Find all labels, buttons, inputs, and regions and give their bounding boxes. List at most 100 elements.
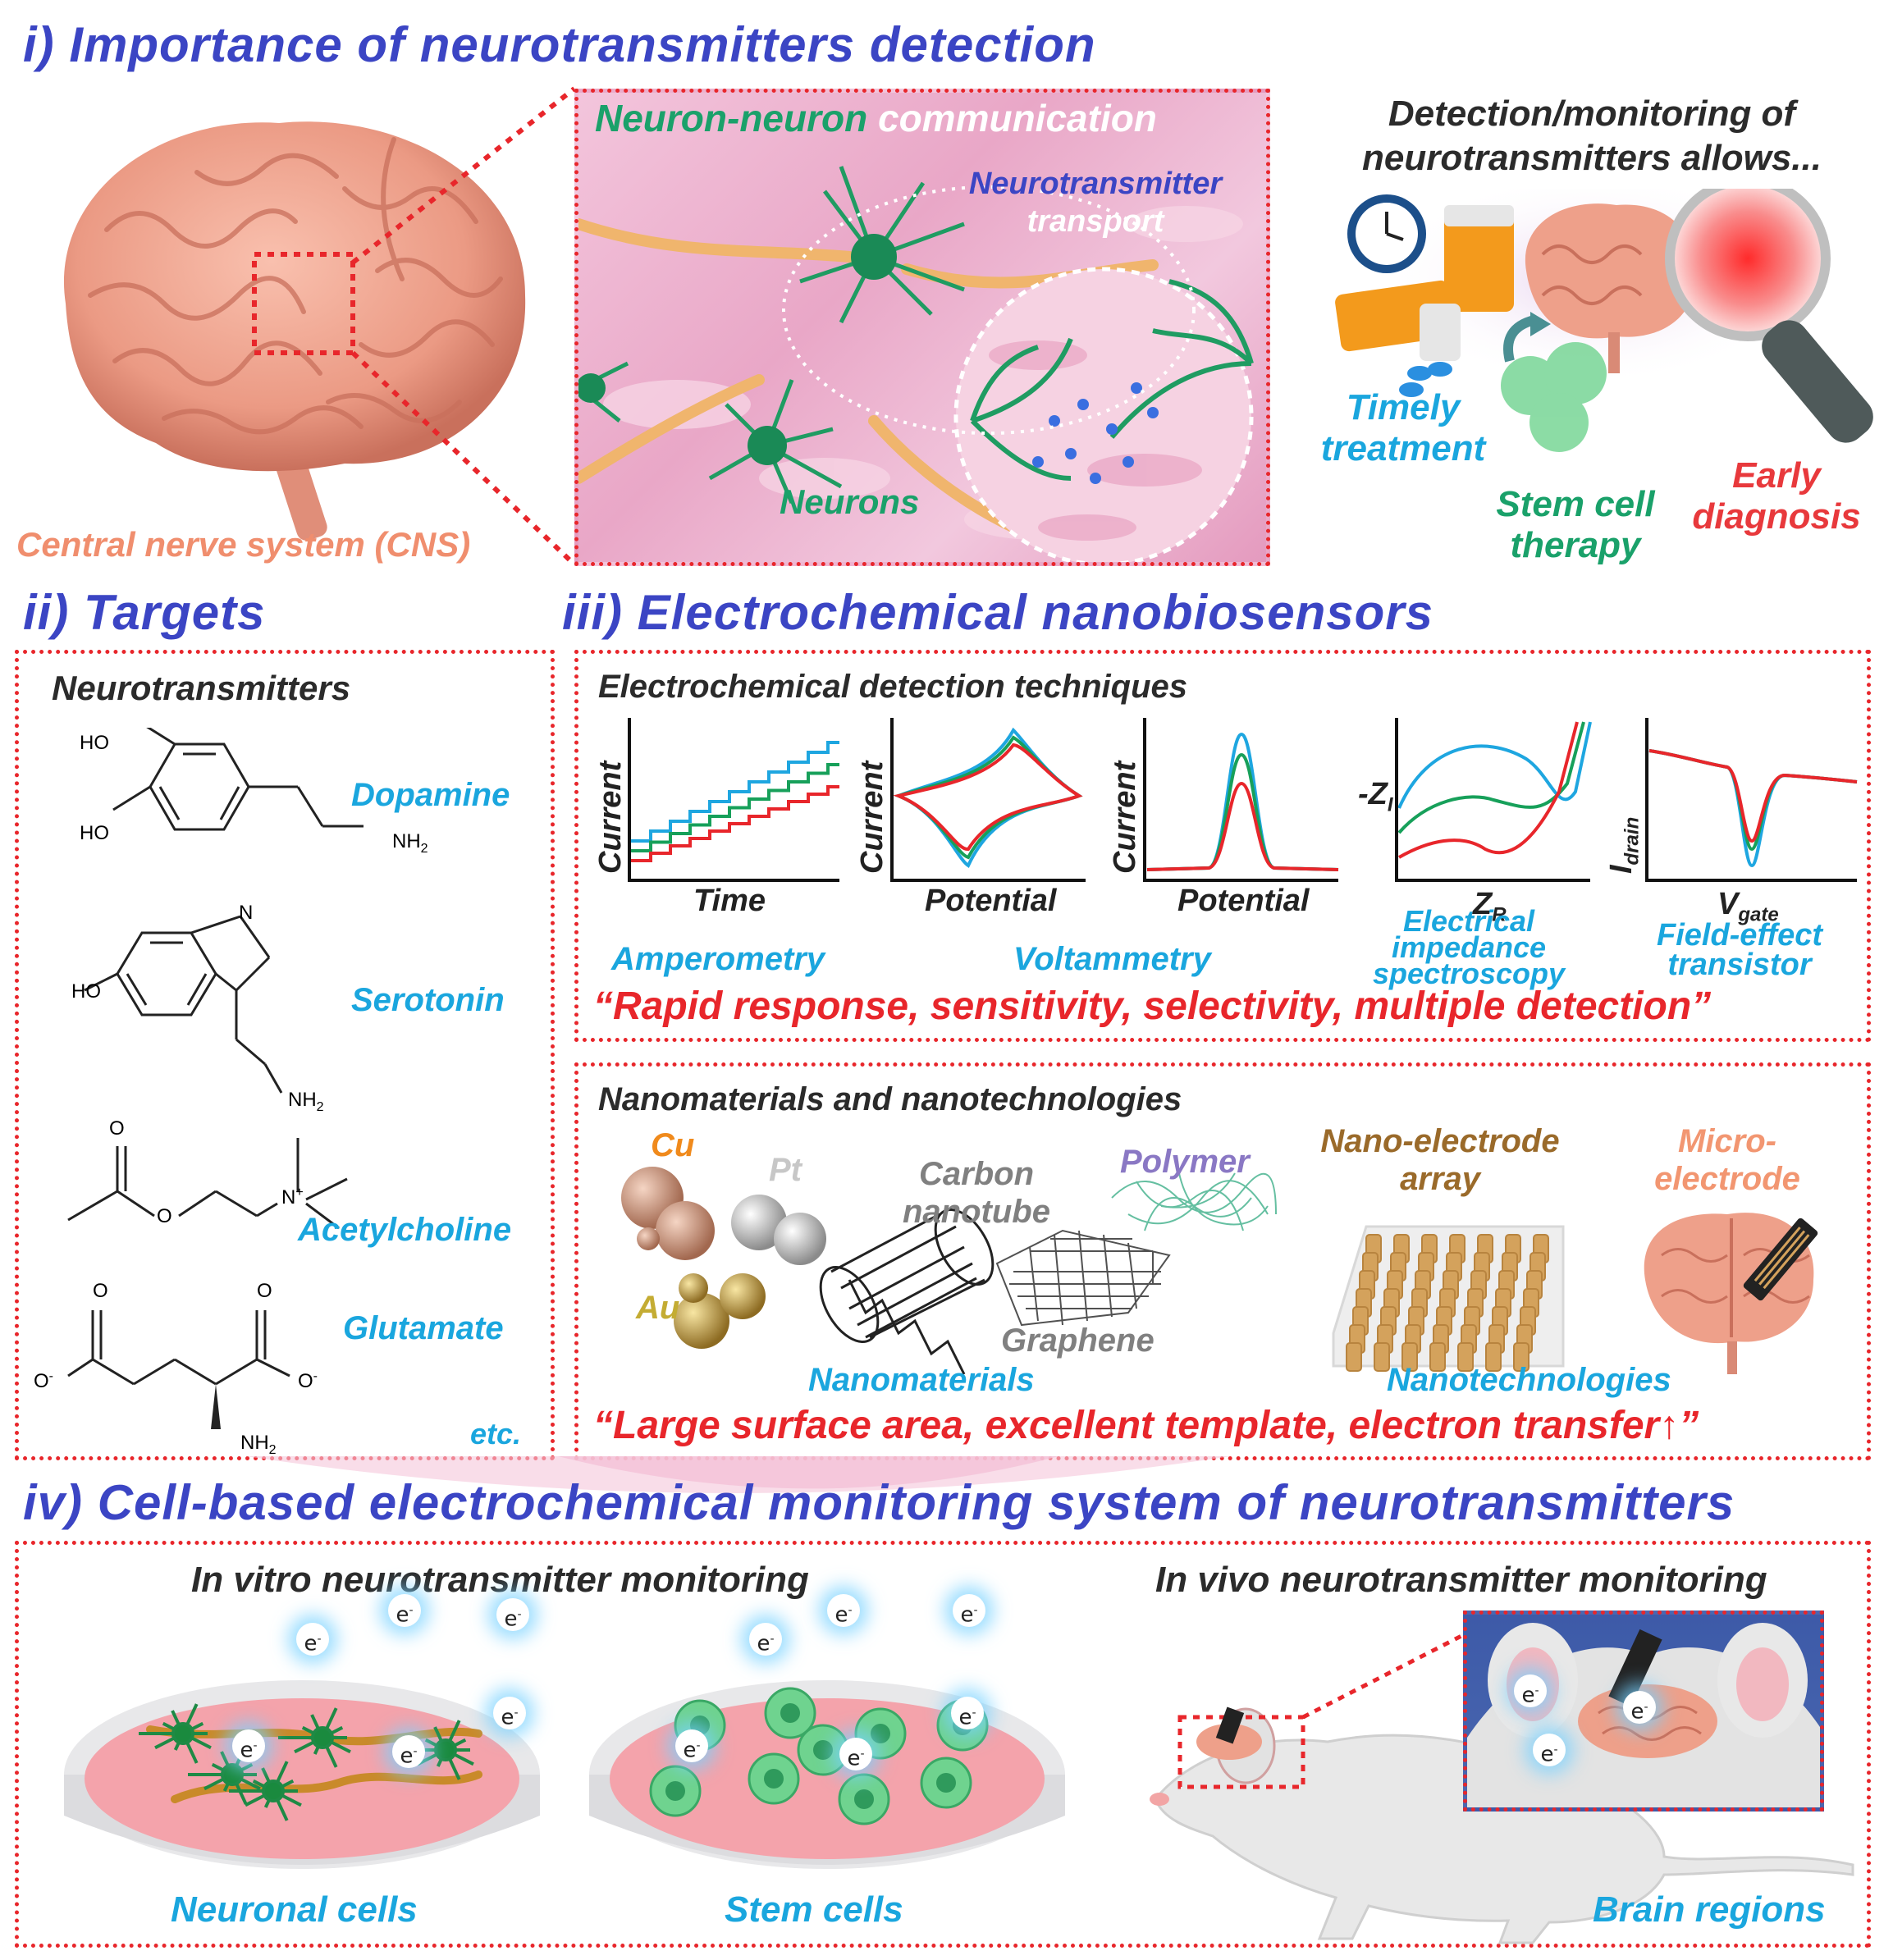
glutamate-ominus-left-o: O (34, 1370, 49, 1392)
nano-pillar (1429, 1342, 1446, 1372)
electron-12-e: e (847, 1746, 861, 1771)
polymer-label: Polymer (1120, 1144, 1250, 1180)
stem-cell-nucleus (764, 1769, 784, 1789)
dopamine-nh: NH (392, 830, 421, 852)
electron-4-sup: - (514, 1706, 519, 1720)
dopamine-structure (112, 728, 364, 831)
stem-line1: Stem cell (1496, 484, 1655, 524)
eis-y-sub: I (1387, 793, 1393, 816)
dopamine-ho-top: HO (80, 732, 109, 754)
dopamine-ho-bottom: HO (80, 822, 109, 844)
dpv-graph (1143, 718, 1339, 882)
nano-title: Nanomaterials and nanotechnologies (598, 1081, 1182, 1117)
fet-y-label: Idrain (1604, 817, 1644, 874)
neurotransmitters-title: Neurotransmitters (52, 669, 351, 707)
dopamine-nh2: NH2 (392, 830, 428, 857)
fet-series (1648, 749, 1858, 868)
stem-cell-nucleus (854, 1789, 874, 1809)
eis-x-sub: R (1492, 903, 1507, 926)
neuron-soma (221, 1763, 244, 1786)
neuron-neuron-text: Neuron-neuron (595, 97, 868, 139)
electron-7: e- (749, 1623, 782, 1656)
eis-line2: impedance (1391, 930, 1547, 964)
cv-loop (894, 735, 1083, 860)
fet-label: Field-effect transistor (1625, 920, 1854, 980)
electron-15-e: e (1540, 1742, 1554, 1767)
glutamate-nh2: NH2 (240, 1432, 277, 1458)
electron-6-e: e (400, 1743, 414, 1769)
early-line1: Early (1732, 455, 1821, 496)
acetylcholine-o-top: O (109, 1117, 125, 1140)
techniques-title: Electrochemical detection techniques (598, 669, 1187, 705)
electron-8: e- (827, 1594, 860, 1628)
fet-x-main: V (1717, 887, 1739, 921)
stem-cell-therapy-label: Stem cell therapy (1444, 484, 1707, 566)
electron-13-e: e (1521, 1683, 1535, 1708)
au-label: Au (636, 1290, 680, 1326)
serotonin-nh2: NH2 (288, 1089, 324, 1115)
neurons-label: Neurons (780, 482, 920, 521)
transport-label: Neurotransmitter transport (931, 165, 1260, 240)
stem-petri-dish (589, 1680, 1065, 1869)
cnt-line1: Carbon (919, 1156, 1034, 1192)
micro-electrode-illustration (1644, 1213, 1818, 1374)
electron-2: e- (388, 1594, 421, 1628)
glutamate-minus-left: - (48, 1369, 53, 1383)
electron-3: e- (496, 1598, 529, 1632)
electron-10-sup: - (972, 1706, 976, 1720)
dpv-x-label: Potential (1177, 884, 1310, 918)
cnt-line2: nanotube (903, 1194, 1050, 1230)
amperometry-x-label: Time (693, 884, 766, 918)
dopamine-nh-sub: 2 (420, 841, 428, 856)
stem-cell-nucleus (936, 1773, 956, 1793)
electron-10: e- (951, 1697, 984, 1730)
dpv-peak (1146, 781, 1339, 871)
techniques-box: Electrochemical detection techniques Cur… (574, 650, 1871, 1042)
electron-13-sup: - (1534, 1684, 1539, 1697)
neuron-soma (171, 1722, 194, 1745)
mouse-illustration (1150, 1706, 1854, 1944)
electron-12-sup: - (860, 1748, 865, 1761)
glutamate-ominus-right: O- (298, 1369, 318, 1393)
brain-regions-label: Brain regions (1593, 1889, 1826, 1930)
transport-line2: transport (1027, 204, 1164, 239)
dpv-series (1146, 732, 1339, 871)
eis-series (1397, 721, 1592, 859)
micro-electrode-label: Micro- electrode (1612, 1122, 1842, 1198)
electron-2-sup: - (409, 1604, 414, 1617)
amperometry-label: Amperometry (611, 941, 825, 977)
electron-9: e- (953, 1594, 985, 1628)
nano-pillar (1513, 1342, 1529, 1372)
transition-band (246, 1456, 1231, 1493)
electron-14-e: e (1630, 1699, 1644, 1725)
electron-6-sup: - (413, 1745, 418, 1758)
neurons-illustration (578, 166, 1254, 562)
electron-11-sup: - (696, 1739, 701, 1752)
neuron-zoom-box: Neuron-neuron communication Neurotransmi… (574, 89, 1270, 566)
glutamate-o-left: O (93, 1280, 108, 1302)
eis-x-main: Z (1473, 887, 1493, 921)
section-title-importance: i) Importance of neurotransmitters detec… (23, 17, 1096, 72)
glutamate-ominus-right-o: O (298, 1370, 313, 1392)
cu-label: Cu (651, 1127, 695, 1163)
voltammetry-label: Voltammetry (1013, 941, 1211, 977)
brain-illustration (63, 121, 526, 541)
nano-pillar (1346, 1342, 1362, 1372)
invivo-title: In vivo neurotransmitter monitoring (1155, 1560, 1767, 1600)
dpv-peak (1146, 752, 1339, 871)
fet-curve (1648, 749, 1858, 843)
glutamate-nh-sub: 2 (268, 1442, 277, 1457)
nano-array-line2: array (1400, 1161, 1480, 1197)
acetylcholine-structure (67, 1138, 348, 1230)
eis-curve (1397, 721, 1592, 809)
stem-line2: therapy (1510, 525, 1641, 565)
stem-cell-nucleus (813, 1740, 833, 1760)
acetylcholine-label: Acetylcholine (298, 1212, 512, 1248)
electron-3-sup: - (517, 1608, 522, 1621)
eis-graph (1395, 718, 1592, 882)
monitoring-box: In vitro neurotransmitter monitoring In … (15, 1541, 1871, 1948)
techniques-quote: “Rapid response, sensitivity, selectivit… (593, 985, 1712, 1028)
electron-12: e- (839, 1738, 872, 1771)
neuron-soma (434, 1738, 457, 1761)
electron-8-e: e (834, 1602, 848, 1628)
